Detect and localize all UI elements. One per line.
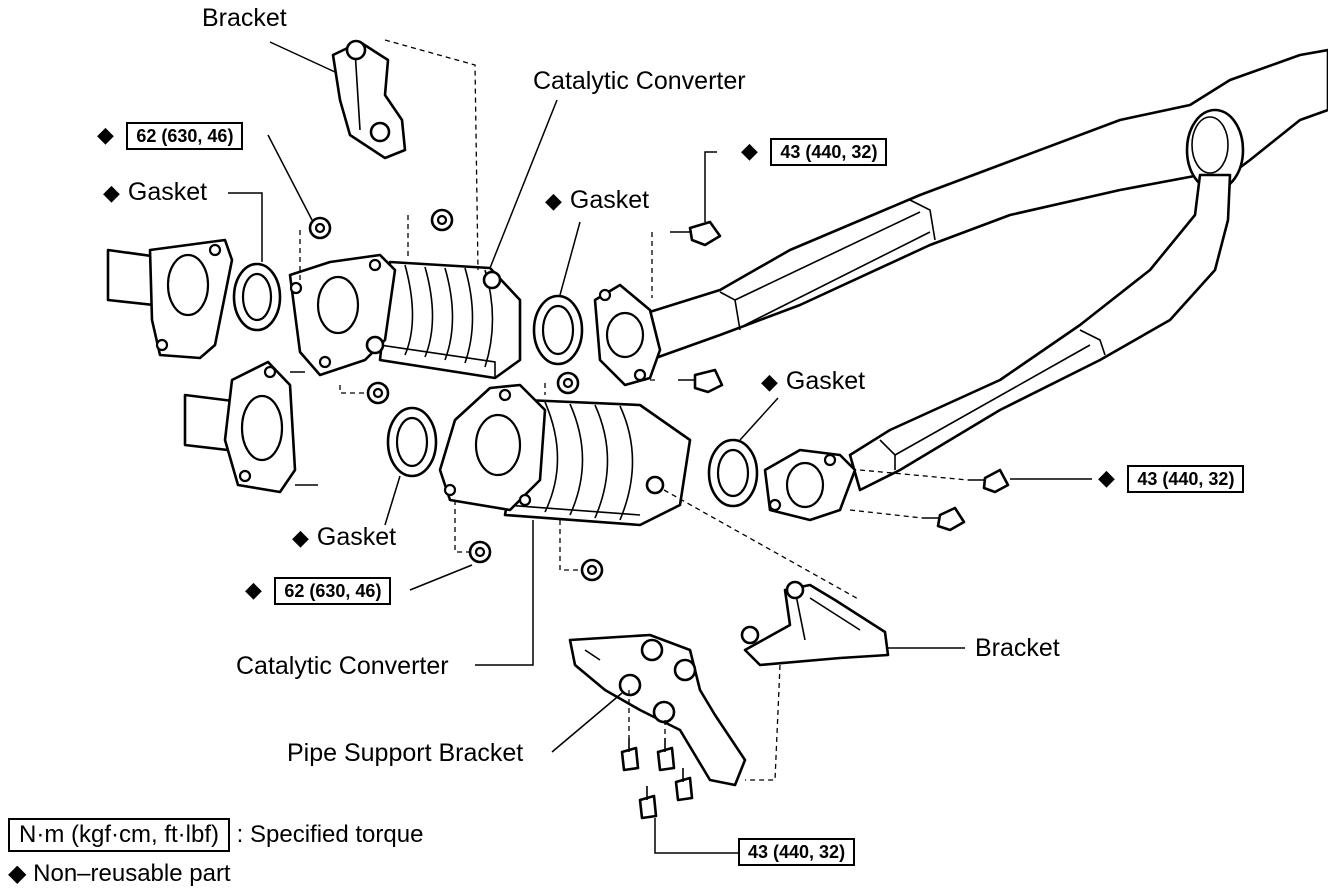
torque-top-right: ◆ 43 (440, 32) [741, 138, 888, 166]
legend-torque-unit: N·m (kgf·cm, ft·lbf) [8, 818, 230, 852]
torque-value-box: 43 (440, 32) [1127, 465, 1245, 493]
gasket-text: Gasket [785, 367, 866, 395]
catalytic-converter-lower-label: Catalytic Converter [236, 652, 449, 680]
torque-bottom: 43 (440, 32) [738, 838, 856, 866]
diamond-icon: ◆ [8, 860, 27, 887]
gasket-text: Gasket [316, 523, 397, 551]
rear-flange-lower [763, 448, 857, 522]
catalytic-converter-top-label: Catalytic Converter [533, 67, 746, 95]
gasket-left-top-label: ◆ Gasket [103, 180, 207, 205]
diamond-icon: ◆ [1098, 465, 1115, 490]
diamond-icon: ◆ [292, 525, 309, 550]
diamond-icon: ◆ [741, 138, 758, 163]
exhaust-pipe-lower [848, 173, 1232, 492]
alignment-lines [299, 39, 969, 781]
front-pipe-lower [183, 360, 318, 494]
gasket-mid-top-label: ◆ Gasket [545, 188, 649, 213]
gasket-text: Gasket [127, 178, 208, 206]
diamond-icon: ◆ [545, 188, 562, 213]
gasket-right-label: ◆ Gasket [761, 369, 865, 394]
torque-right: ◆ 43 (440, 32) [1098, 465, 1245, 493]
torque-value-box: 62 (630, 46) [274, 577, 392, 605]
diamond-icon: ◆ [97, 122, 114, 147]
front-pipe-upper [106, 238, 234, 360]
diamond-icon: ◆ [103, 180, 120, 205]
torque-top-left: ◆ 62 (630, 46) [97, 122, 244, 150]
legend-nonreusable: ◆ Non–reusable part [8, 862, 231, 886]
gasket-lower-label: ◆ Gasket [292, 525, 396, 550]
rear-flange-upper [593, 283, 662, 387]
gasket-ring-4 [707, 438, 759, 508]
gasket-ring-2 [532, 294, 584, 366]
catalytic-converter-lower [438, 383, 692, 527]
leader-lines [228, 41, 1092, 854]
bracket-upper-part [331, 39, 407, 160]
gasket-ring-1 [232, 262, 282, 332]
pipe-support-bracket-part [568, 633, 747, 787]
diamond-icon: ◆ [761, 369, 778, 394]
torque-lower-left: ◆ 62 (630, 46) [245, 577, 392, 605]
catalytic-converter-upper [288, 253, 522, 380]
legend-torque-meaning: : Specified torque [236, 821, 424, 848]
torque-value-box: 62 (630, 46) [126, 122, 244, 150]
bracket-right-label: Bracket [975, 634, 1060, 662]
diamond-icon: ◆ [245, 577, 262, 602]
pipe-support-bracket-label: Pipe Support Bracket [287, 739, 524, 767]
torque-value-box: 43 (440, 32) [738, 838, 856, 866]
fasteners [308, 208, 1010, 820]
legend-nonreusable-meaning: Non–reusable part [33, 860, 231, 887]
gasket-text: Gasket [569, 186, 650, 214]
legend-torque: N·m (kgf·cm, ft·lbf) : Specified torque [8, 818, 423, 852]
bracket-top-label: Bracket [202, 4, 287, 32]
torque-value-box: 43 (440, 32) [770, 138, 888, 166]
bracket-right-part [740, 580, 890, 667]
exhaust-pipe-upper [638, 48, 1328, 362]
gasket-ring-3 [386, 406, 438, 478]
